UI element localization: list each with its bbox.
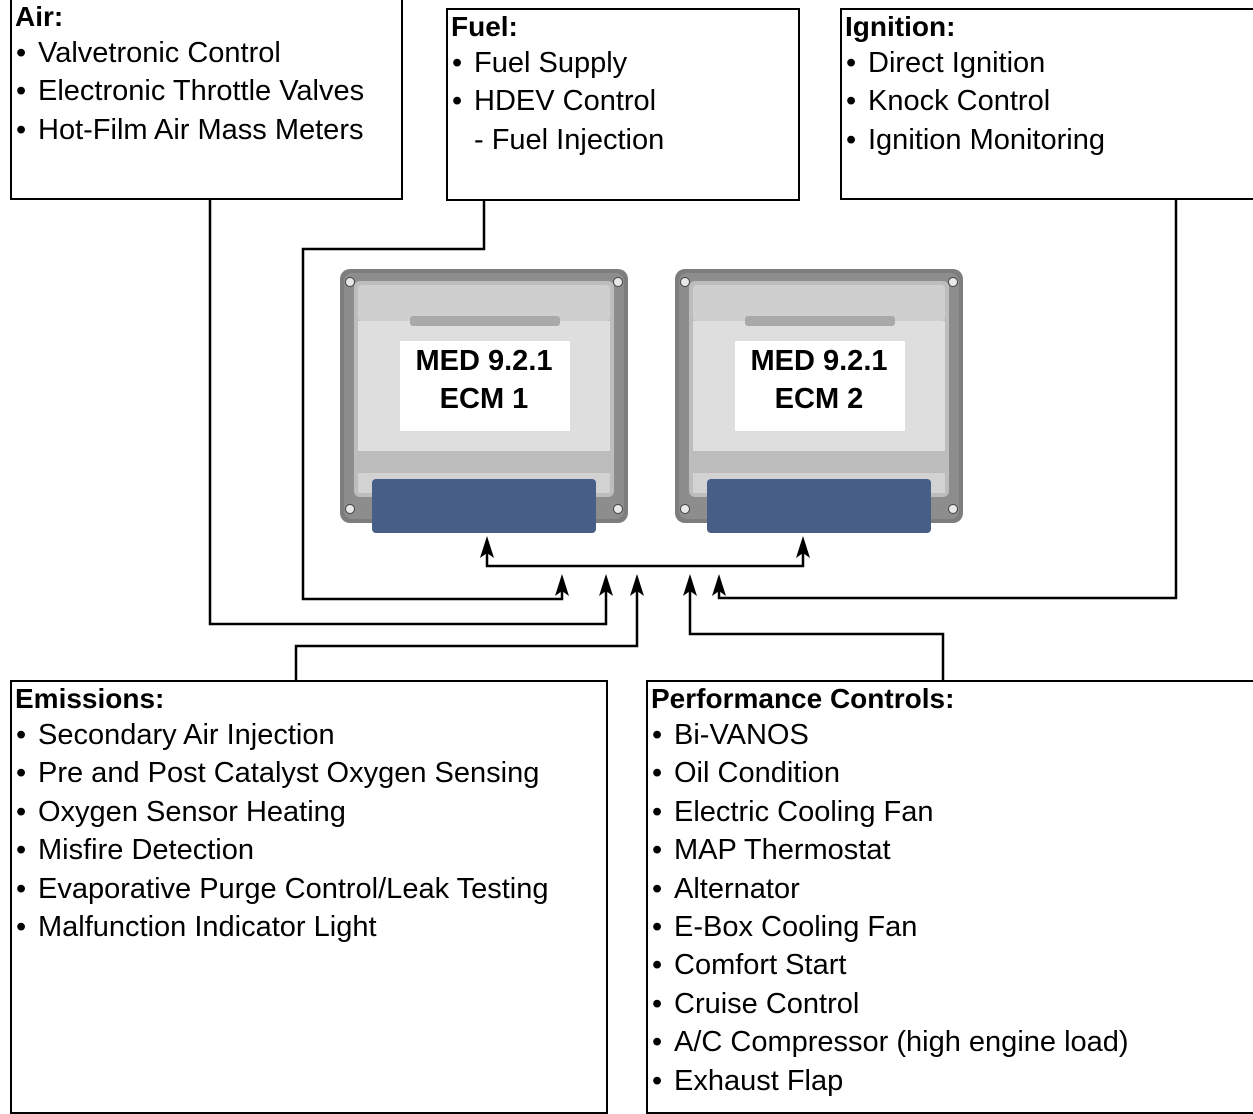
- ignition-box: Ignition: •Direct Ignition •Knock Contro…: [840, 8, 1253, 200]
- list-item: •Misfire Detection: [16, 834, 254, 867]
- list-item: •Knock Control: [846, 85, 1051, 118]
- ecm-1-name: ECM 1: [439, 383, 529, 415]
- list-item: •A/C Compressor (high engine load): [652, 1026, 1129, 1059]
- list-item: •Alternator: [652, 872, 800, 905]
- list-item: •Oxygen Sensor Heating: [16, 795, 346, 828]
- ignition-list: •Direct Ignition •Knock Control •Ignitio…: [842, 44, 1253, 159]
- list-item: •Hot-Film Air Mass Meters: [16, 113, 364, 146]
- arrow-ecm2: [796, 536, 810, 558]
- ecm-1-label-block: MED 9.2.1 ECM 1: [340, 342, 628, 422]
- performance-title: Performance Controls:: [651, 683, 955, 714]
- ecm-2-name: ECM 2: [774, 383, 864, 415]
- list-item: •Oil Condition: [652, 757, 841, 790]
- ignition-title: Ignition:: [845, 11, 956, 42]
- arrow-fuel: [555, 574, 569, 596]
- ecm-2-model: MED 9.2.1: [750, 345, 888, 377]
- arrow-emissions: [630, 574, 644, 596]
- list-item: •Direct Ignition: [846, 47, 1046, 79]
- arrow-air: [599, 574, 613, 596]
- fuel-title: Fuel:: [451, 11, 518, 42]
- list-item: •Bi-VANOS: [652, 719, 809, 751]
- ecm-2-label-block: MED 9.2.1 ECM 2: [675, 342, 963, 422]
- list-item: •E-Box Cooling Fan: [652, 911, 918, 944]
- arrow-ignition: [712, 574, 726, 596]
- ecm-1-unit: [340, 269, 628, 533]
- list-item: •Exhaust Flap: [652, 1064, 844, 1097]
- list-item: •Valvetronic Control: [16, 37, 281, 69]
- performance-connection-line: [688, 578, 945, 680]
- performance-box: Performance Controls: •Bi-VANOS •Oil Con…: [646, 680, 1253, 1114]
- emissions-list: •Secondary Air Injection •Pre and Post C…: [12, 716, 606, 946]
- air-connection-line: [208, 198, 608, 626]
- list-item: •Fuel Supply: [452, 47, 628, 79]
- list-item: •Secondary Air Injection: [16, 719, 335, 751]
- emissions-box: Emissions: •Secondary Air Injection •Pre…: [10, 680, 608, 1114]
- list-item: •HDEV Control: [452, 85, 657, 118]
- list-item: •MAP Thermostat: [652, 834, 891, 867]
- arrow-performance: [683, 574, 697, 596]
- performance-list: •Bi-VANOS •Oil Condition •Electric Cooli…: [648, 716, 1253, 1100]
- list-item: •Electric Cooling Fan: [652, 795, 934, 828]
- air-title: Air:: [15, 1, 64, 32]
- ecm-1-model: MED 9.2.1: [415, 345, 553, 377]
- fuel-connection-line: [301, 200, 564, 601]
- air-list: •Valvetronic Control •Electronic Throttl…: [12, 34, 401, 149]
- list-item: •Evaporative Purge Control/Leak Testing: [16, 872, 549, 905]
- list-item: •Cruise Control: [652, 987, 860, 1020]
- emissions-connection-line: [294, 578, 639, 680]
- list-item: •Electronic Throttle Valves: [16, 75, 365, 108]
- list-item: •Malfunction Indicator Light: [16, 911, 377, 944]
- list-item: •Comfort Start: [652, 949, 847, 982]
- arrow-ecm1: [480, 536, 494, 558]
- fuel-list: •Fuel Supply •HDEV Control - Fuel Inject…: [448, 44, 798, 159]
- ecm-bus-line: [485, 542, 805, 568]
- ecm-2-unit: [675, 269, 963, 533]
- list-subitem: - Fuel Injection: [474, 123, 665, 156]
- air-box: Air: •Valvetronic Control •Electronic Th…: [10, 0, 403, 200]
- fuel-box: Fuel: •Fuel Supply •HDEV Control - Fuel …: [446, 8, 800, 201]
- emissions-title: Emissions:: [15, 683, 165, 714]
- list-item: •Pre and Post Catalyst Oxygen Sensing: [16, 757, 540, 790]
- list-item: •Ignition Monitoring: [846, 123, 1105, 156]
